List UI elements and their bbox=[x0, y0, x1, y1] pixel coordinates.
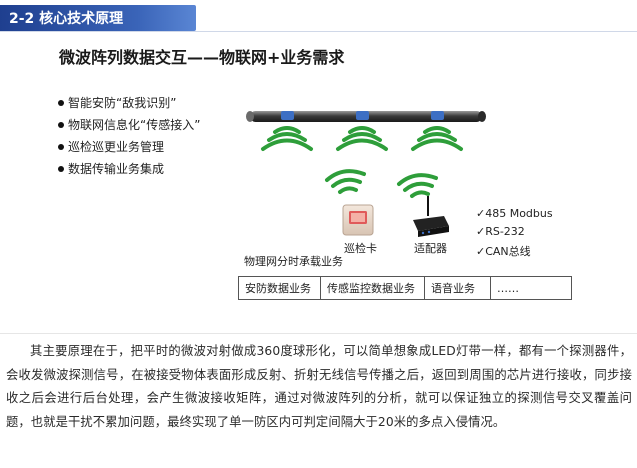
section-title: 2-2 核心技术原理 bbox=[9, 11, 124, 27]
patrol-card-icon bbox=[342, 204, 374, 236]
wave-icon bbox=[261, 126, 313, 151]
wave-icon bbox=[411, 126, 463, 151]
wave-icon bbox=[397, 173, 438, 198]
bullet-item: 物联网信息化“传感接入” bbox=[58, 116, 200, 133]
business-cell: 安防数据业务 bbox=[239, 277, 321, 299]
patrol-card-label: 巡检卡 bbox=[344, 242, 377, 255]
wave-icon bbox=[336, 126, 388, 151]
adapter-label: 适配器 bbox=[414, 242, 447, 255]
bullet-item: 数据传输业务集成 bbox=[58, 160, 164, 177]
protocol-item: ✓RS-232 bbox=[476, 225, 525, 238]
bullet-item: 巡检巡更业务管理 bbox=[58, 138, 164, 155]
header-divider bbox=[0, 31, 637, 32]
bullet-dot-icon bbox=[58, 165, 64, 172]
sensor-node bbox=[281, 111, 294, 120]
sensor-node bbox=[431, 111, 444, 120]
slide-title: 微波阵列数据交互——物联网+业务需求 bbox=[59, 48, 345, 67]
section-header: 2-2 核心技术原理 bbox=[0, 5, 196, 31]
business-cell: …… bbox=[497, 281, 519, 295]
bullet-dot-icon bbox=[58, 99, 64, 106]
body-paragraph: 其主要原理在于，把平时的微波对射做成360度球形化，可以简单想象成LED灯带一样… bbox=[6, 344, 632, 429]
business-cell: 语音业务 bbox=[425, 277, 491, 299]
business-table: 安防数据业务 传感监控数据业务 语音业务 …… bbox=[238, 276, 572, 300]
business-label: 物理网分时承载业务 bbox=[244, 255, 343, 268]
protocol-item: ✓485 Modbus bbox=[476, 207, 553, 220]
sensor-cable bbox=[246, 111, 486, 122]
wave-icon bbox=[325, 169, 366, 194]
protocol-item: ✓CAN总线 bbox=[476, 245, 531, 258]
business-cell: 传感监控数据业务 bbox=[321, 277, 425, 299]
bullet-item: 智能安防“敌我识别” bbox=[58, 94, 176, 111]
sensor-node bbox=[356, 111, 369, 120]
adapter-icon bbox=[413, 196, 449, 237]
bullet-dot-icon bbox=[58, 143, 64, 150]
slide-image: 2-2 核心技术原理 微波阵列数据交互——物联网+业务需求 智能安防“敌我识别”… bbox=[0, 5, 637, 334]
network-diagram bbox=[246, 111, 486, 237]
slide-divider bbox=[0, 333, 637, 334]
bullet-dot-icon bbox=[58, 121, 64, 128]
